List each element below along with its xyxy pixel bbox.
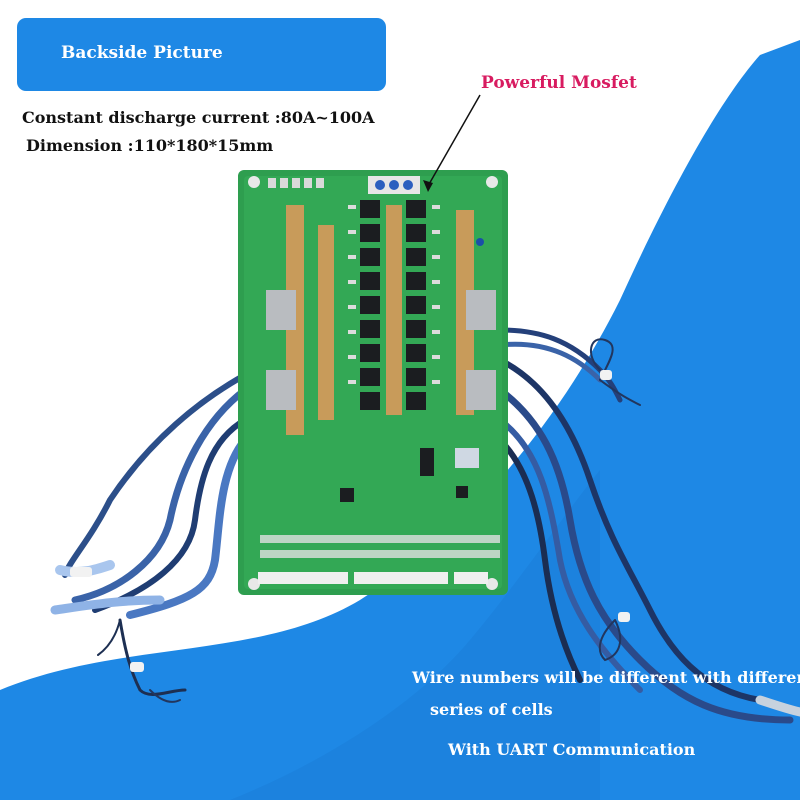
mosfet-callout: Powerful Mosfet <box>481 73 637 93</box>
spec-dimension: Dimension :110*180*15mm <box>26 136 274 155</box>
uart-note: With UART Communication <box>448 740 696 759</box>
banner-title: Backside Picture <box>61 43 223 63</box>
wire-note-cont: series of cells <box>430 700 553 719</box>
spec-current: Constant discharge current :80A~100A <box>22 108 375 127</box>
title-banner: Backside Picture <box>17 18 386 91</box>
wire-note: Wire numbers will be different with diff… <box>412 668 800 687</box>
pcb-board <box>238 170 508 595</box>
